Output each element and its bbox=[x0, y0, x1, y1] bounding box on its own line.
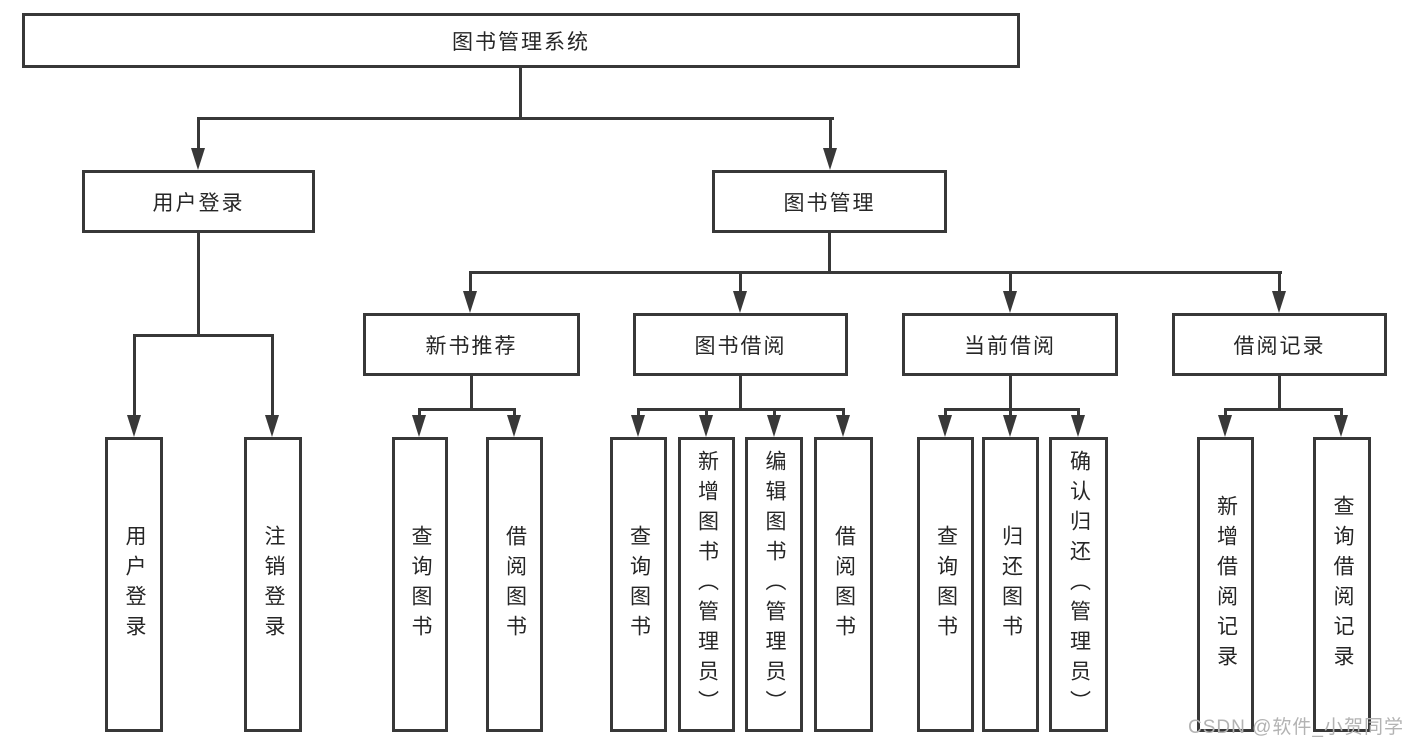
root-node-label: 图书管理系统 bbox=[452, 30, 590, 54]
leaf-query-books-borrowing-label: 查询图书 bbox=[627, 524, 651, 645]
connector-stem bbox=[1009, 408, 1012, 417]
leaf-borrow-books-recommend: 借阅图书 bbox=[486, 437, 543, 732]
node-book-management: 图书管理 bbox=[712, 170, 947, 233]
arrowhead-borrow-books bbox=[836, 415, 850, 437]
leaf-edit-books-admin-label: 编辑图书（管理员） bbox=[763, 449, 786, 720]
arrowhead-book-management bbox=[823, 148, 837, 170]
connector-userlogin-horizontal bbox=[133, 334, 274, 337]
arrowhead-query-books-current bbox=[938, 415, 952, 437]
connector-stem bbox=[197, 117, 200, 149]
node-new-book-recommend-label: 新书推荐 bbox=[425, 334, 518, 358]
leaf-query-borrow-record: 查询借阅记录 bbox=[1313, 437, 1371, 732]
leaf-add-books-admin-label: 新增图书（管理员） bbox=[695, 449, 719, 720]
csdn-watermark: CSDN @软件_小贺同学 bbox=[1188, 717, 1404, 738]
connector-stem bbox=[469, 271, 472, 295]
connector-bookmgmt-horizontal bbox=[469, 271, 1282, 274]
connector-stem bbox=[1077, 408, 1080, 417]
arrowhead-query-books-borrowing bbox=[631, 415, 645, 437]
connector-stem bbox=[1278, 271, 1281, 295]
leaf-query-books-recommend: 查询图书 bbox=[392, 437, 448, 732]
leaf-add-borrow-record: 新增借阅记录 bbox=[1197, 437, 1254, 732]
connector-borrowing-horizontal bbox=[637, 408, 845, 411]
leaf-borrow-books-label: 借阅图书 bbox=[832, 524, 856, 645]
arrowhead-leaf-logout bbox=[265, 415, 279, 437]
leaf-return-books: 归还图书 bbox=[982, 437, 1039, 732]
leaf-borrow-books: 借阅图书 bbox=[814, 437, 873, 732]
leaf-borrow-books-recommend-label: 借阅图书 bbox=[503, 524, 527, 645]
connector-newbook-horizontal bbox=[419, 408, 516, 411]
arrowhead-confirm-return-admin bbox=[1071, 415, 1085, 437]
connector-stem bbox=[773, 408, 776, 417]
leaf-logout: 注销登录 bbox=[244, 437, 302, 732]
leaf-query-books-current-label: 查询图书 bbox=[934, 524, 958, 645]
leaf-return-books-label: 归还图书 bbox=[999, 524, 1023, 645]
connector-stem bbox=[1009, 271, 1012, 295]
connector-stem bbox=[829, 117, 832, 149]
leaf-query-books-borrowing: 查询图书 bbox=[610, 437, 667, 732]
node-current-borrowing-label: 当前借阅 bbox=[964, 334, 1056, 358]
arrowhead-borrow-records bbox=[1272, 291, 1286, 313]
leaf-add-books-admin: 新增图书（管理员） bbox=[678, 437, 735, 732]
node-user-login: 用户登录 bbox=[82, 170, 315, 233]
connector-stem bbox=[418, 408, 421, 417]
arrowhead-query-books-recommend bbox=[412, 415, 426, 437]
connector-records-down bbox=[1278, 376, 1281, 411]
node-current-borrowing: 当前借阅 bbox=[902, 313, 1118, 376]
arrowhead-borrow-books-recommend bbox=[507, 415, 521, 437]
connector-root-horizontal bbox=[198, 117, 834, 120]
connector-stem bbox=[637, 408, 640, 417]
connector-stem bbox=[133, 334, 136, 417]
connector-userlogin-down bbox=[197, 233, 200, 336]
leaf-query-books-recommend-label: 查询图书 bbox=[409, 524, 432, 645]
leaf-query-books-current: 查询图书 bbox=[917, 437, 974, 732]
connector-current-down bbox=[1009, 376, 1012, 411]
leaf-query-borrow-record-label: 查询借阅记录 bbox=[1331, 494, 1354, 675]
arrowhead-add-books-admin bbox=[699, 415, 713, 437]
arrowhead-leaf-user-login bbox=[127, 415, 141, 437]
root-node-library-management-system: 图书管理系统 bbox=[22, 13, 1020, 68]
connector-root-down bbox=[519, 67, 522, 119]
arrowhead-query-borrow-record bbox=[1334, 415, 1348, 437]
node-user-login-label: 用户登录 bbox=[152, 191, 245, 215]
connector-bookmgmt-down bbox=[828, 233, 831, 274]
connector-records-horizontal bbox=[1224, 408, 1343, 411]
leaf-add-borrow-record-label: 新增借阅记录 bbox=[1214, 494, 1238, 675]
connector-stem bbox=[842, 408, 845, 417]
node-new-book-recommend: 新书推荐 bbox=[363, 313, 580, 376]
arrowhead-current-borrowing bbox=[1003, 291, 1017, 313]
connector-borrowing-down bbox=[739, 376, 742, 411]
connector-stem bbox=[271, 334, 274, 417]
arrowhead-user-login bbox=[191, 148, 205, 170]
connector-stem bbox=[705, 408, 708, 417]
leaf-confirm-return-admin-label: 确认归还（管理员） bbox=[1067, 449, 1091, 720]
node-book-borrowing: 图书借阅 bbox=[633, 313, 848, 376]
arrowhead-add-borrow-record bbox=[1218, 415, 1232, 437]
connector-stem bbox=[739, 271, 742, 295]
arrowhead-book-borrowing bbox=[733, 291, 747, 313]
node-borrow-records: 借阅记录 bbox=[1172, 313, 1387, 376]
arrowhead-edit-books-admin bbox=[767, 415, 781, 437]
connector-stem bbox=[944, 408, 947, 417]
connector-stem bbox=[513, 408, 516, 417]
arrowhead-new-book-recommend bbox=[463, 291, 477, 313]
arrowhead-return-books bbox=[1003, 415, 1017, 437]
leaf-confirm-return-admin: 确认归还（管理员） bbox=[1049, 437, 1108, 732]
node-book-borrowing-label: 图书借阅 bbox=[694, 334, 787, 358]
node-book-management-label: 图书管理 bbox=[783, 191, 876, 215]
connector-stem bbox=[1340, 408, 1343, 417]
leaf-user-login: 用户登录 bbox=[105, 437, 163, 732]
connector-current-horizontal bbox=[944, 408, 1080, 411]
leaf-logout-label: 注销登录 bbox=[262, 524, 285, 645]
connector-stem bbox=[1224, 408, 1227, 417]
leaf-edit-books-admin: 编辑图书（管理员） bbox=[745, 437, 803, 732]
leaf-user-login-label: 用户登录 bbox=[123, 524, 146, 645]
node-borrow-records-label: 借阅记录 bbox=[1233, 334, 1326, 358]
connector-newbook-down bbox=[470, 376, 473, 411]
